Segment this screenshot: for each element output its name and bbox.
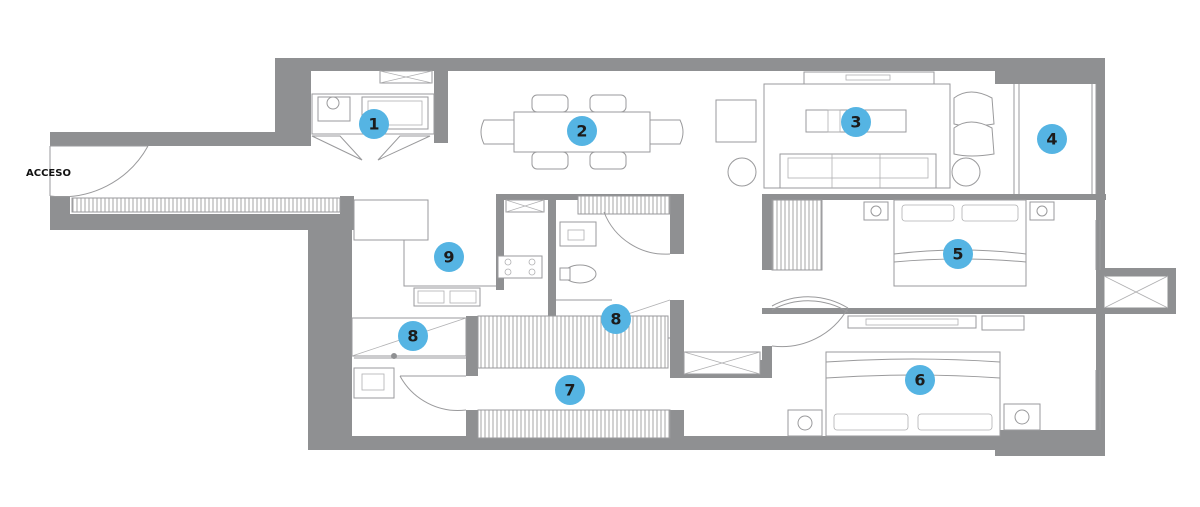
svg-text:4: 4	[1046, 130, 1057, 149]
kitchen-fixtures	[353, 199, 545, 307]
wall-bath-right-lower	[670, 300, 684, 378]
wall-bath8-right	[466, 316, 478, 376]
wall-kitchen-left-cap	[340, 196, 354, 230]
wall-bedroom-divider	[762, 308, 1106, 314]
bedroom6-furniture	[771, 307, 1101, 437]
wall-bottom	[308, 436, 996, 450]
bedroom5-furniture	[771, 199, 1101, 313]
wall-bedroom5-top	[762, 194, 1106, 200]
wall-bath-left	[548, 194, 556, 344]
svg-text:1: 1	[368, 115, 379, 134]
wall-left	[308, 214, 352, 450]
wall-entry-top	[50, 132, 311, 146]
room-badge-4: 4	[1037, 124, 1067, 154]
room-badge-2: 2	[567, 116, 597, 146]
entrance-label: ACCESO	[26, 168, 71, 179]
room-badge-9: 9	[434, 242, 464, 272]
room-badges: 1 2 3 4 5 6 7 8 8 9	[359, 107, 1067, 405]
svg-text:3: 3	[850, 113, 861, 132]
svg-text:2: 2	[576, 122, 587, 141]
wall-entry-bottom	[50, 214, 350, 230]
wall-bedroom5-left	[762, 194, 772, 270]
room-badge-5: 5	[943, 239, 973, 269]
entry-closet	[71, 197, 341, 213]
wall-kitchen-right	[496, 194, 504, 290]
svg-text:6: 6	[914, 371, 925, 390]
room-badge-1: 1	[359, 109, 389, 139]
room-badge-8-lower: 8	[398, 321, 428, 351]
hall-closets	[477, 315, 761, 439]
wall-top	[275, 58, 1105, 71]
wall-bath-right-upper	[670, 194, 684, 254]
wall-hall-right-lower	[670, 410, 684, 440]
svg-text:8: 8	[610, 310, 621, 329]
entrance: ACCESO	[26, 145, 149, 198]
svg-text:5: 5	[952, 245, 963, 264]
wall-bottom-right	[995, 430, 1105, 456]
balcony-outline	[1013, 84, 1097, 194]
wall-top-right	[995, 58, 1105, 84]
wall-hall-left-lower	[466, 410, 478, 440]
room-badge-3: 3	[841, 107, 871, 137]
wall-entry-upper	[275, 58, 311, 146]
room-badge-7: 7	[555, 375, 585, 405]
svg-text:8: 8	[407, 327, 418, 346]
wall-closet-right	[762, 346, 772, 378]
svg-text:9: 9	[443, 248, 454, 267]
room-badge-6: 6	[905, 365, 935, 395]
room-badge-8-upper: 8	[601, 304, 631, 334]
svg-text:7: 7	[564, 381, 575, 400]
